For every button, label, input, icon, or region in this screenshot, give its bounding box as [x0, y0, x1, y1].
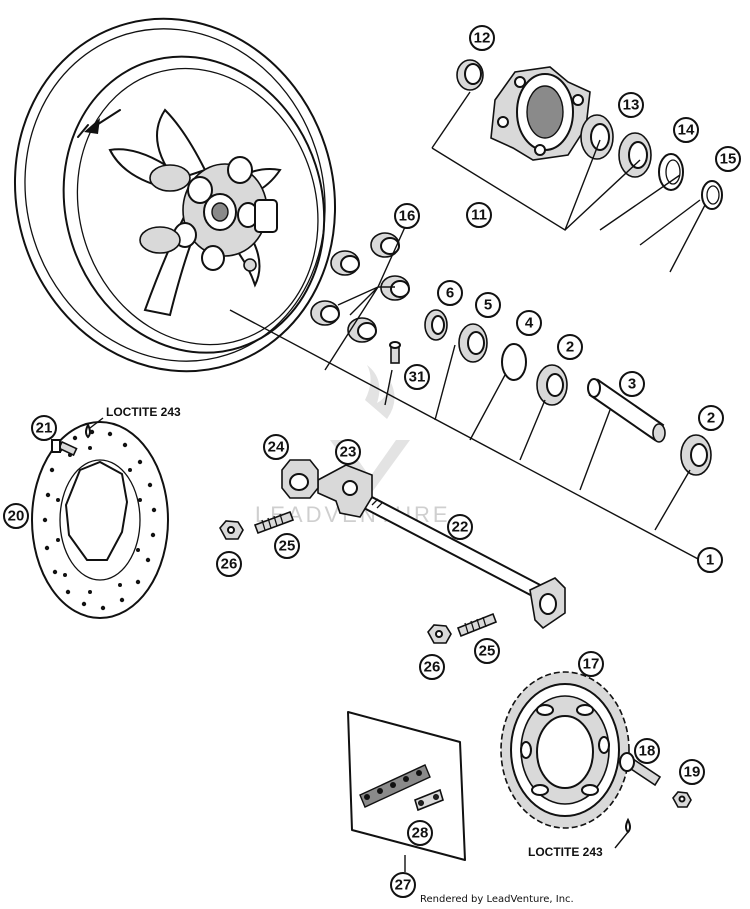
svg-text:12: 12 [474, 30, 491, 47]
svg-text:26: 26 [424, 659, 441, 676]
callout-5: 5 [475, 292, 501, 318]
callout-17: 17 [578, 651, 604, 677]
nut-26a [219, 520, 244, 540]
svg-text:3: 3 [628, 376, 636, 393]
callout-18: 18 [634, 738, 660, 764]
svg-text:13: 13 [623, 97, 640, 114]
spacer-3 [587, 378, 666, 443]
seal-5 [458, 323, 488, 363]
callout-21: 21 [31, 415, 57, 441]
callout-14: 14 [673, 117, 699, 143]
chain-adjuster-23 [317, 464, 373, 518]
svg-text:6: 6 [446, 285, 454, 302]
svg-text:14: 14 [678, 122, 695, 139]
valve-31 [389, 341, 401, 364]
adjuster-screw-25b [456, 612, 498, 638]
callout-12: 12 [469, 25, 495, 51]
svg-text:23: 23 [340, 444, 357, 461]
svg-text:11: 11 [471, 207, 487, 224]
rear-wheel [13, 17, 337, 373]
callout-27: 27 [390, 872, 416, 898]
svg-text:21: 21 [36, 420, 53, 437]
sprocket-carrier [490, 66, 591, 161]
svg-text:19: 19 [684, 764, 701, 781]
svg-text:28: 28 [412, 825, 429, 842]
callout-3: 3 [619, 371, 645, 397]
callout-6: 6 [437, 280, 463, 306]
callout-25a: 25 [274, 533, 300, 559]
chain-box-27 [347, 711, 466, 872]
svg-text:4: 4 [525, 315, 534, 332]
callout-4: 4 [516, 310, 542, 336]
ring-15 [701, 180, 723, 210]
bearing-2b [680, 434, 712, 476]
callout-26a: 26 [216, 551, 242, 577]
svg-text:24: 24 [268, 439, 285, 456]
callout-2b: 2 [698, 405, 724, 431]
adjuster-screw-25a [253, 510, 295, 535]
svg-text:20: 20 [8, 508, 25, 525]
callout-31: 31 [404, 364, 430, 390]
circlip-4 [501, 343, 527, 381]
svg-text:18: 18 [639, 743, 656, 760]
leaders-to-axis [384, 344, 691, 531]
svg-text:2: 2 [566, 339, 574, 356]
sprocket-17 [500, 671, 630, 829]
nut-26b [427, 624, 452, 644]
callout-22: 22 [447, 514, 473, 540]
callout-13: 13 [618, 92, 644, 118]
svg-text:25: 25 [279, 538, 296, 555]
svg-text:16: 16 [399, 208, 416, 225]
callout-26b: 26 [419, 654, 445, 680]
callout-20: 20 [3, 503, 29, 529]
bushings-16 [310, 226, 410, 371]
seal-6 [424, 309, 448, 341]
svg-text:31: 31 [409, 369, 426, 386]
svg-text:22: 22 [452, 519, 469, 536]
nut-19 [672, 791, 692, 808]
svg-text:26: 26 [221, 556, 238, 573]
bearing-2a [536, 364, 568, 406]
svg-text:15: 15 [720, 151, 737, 168]
footer-credit: Rendered by LeadVenture, Inc. [420, 894, 574, 905]
leader-main-1 [229, 309, 701, 561]
loctite-label-bottom: LOCTITE 243 [528, 845, 603, 859]
callout-1: 1 [697, 547, 723, 573]
leader-loctite-bottom [614, 831, 629, 849]
svg-text:17: 17 [583, 656, 600, 673]
ring-14 [658, 153, 684, 191]
bushing-12 [456, 59, 484, 91]
leader-12 [431, 91, 471, 149]
callout-23: 23 [335, 439, 361, 465]
svg-text:1: 1 [706, 552, 714, 569]
leader-group-11-15 [431, 139, 706, 273]
brake-disc-20 [31, 421, 169, 619]
callout-24: 24 [263, 434, 289, 460]
callout-19: 19 [679, 759, 705, 785]
svg-text:5: 5 [484, 297, 492, 314]
loctite-drop-top [85, 422, 91, 439]
chain-section [359, 764, 431, 808]
loctite-drop-bottom [625, 817, 631, 834]
axle-nut-24 [281, 459, 319, 499]
svg-text:27: 27 [395, 877, 412, 894]
callout-28: 28 [407, 820, 433, 846]
callout-16: 16 [394, 203, 420, 229]
callout-15: 15 [715, 146, 741, 172]
callout-2a: 2 [557, 334, 583, 360]
leader-loctite-top [89, 417, 104, 429]
screw-21 [51, 439, 78, 457]
loctite-label-top: LOCTITE 243 [106, 405, 181, 419]
axle-22 [360, 493, 566, 630]
svg-text:25: 25 [479, 643, 496, 660]
master-link-28 [414, 788, 444, 812]
bearing-13 [580, 114, 652, 178]
stud-18 [619, 752, 662, 787]
svg-text:2: 2 [707, 410, 715, 427]
callout-25b: 25 [474, 638, 500, 664]
callout-11: 11 [466, 202, 492, 228]
